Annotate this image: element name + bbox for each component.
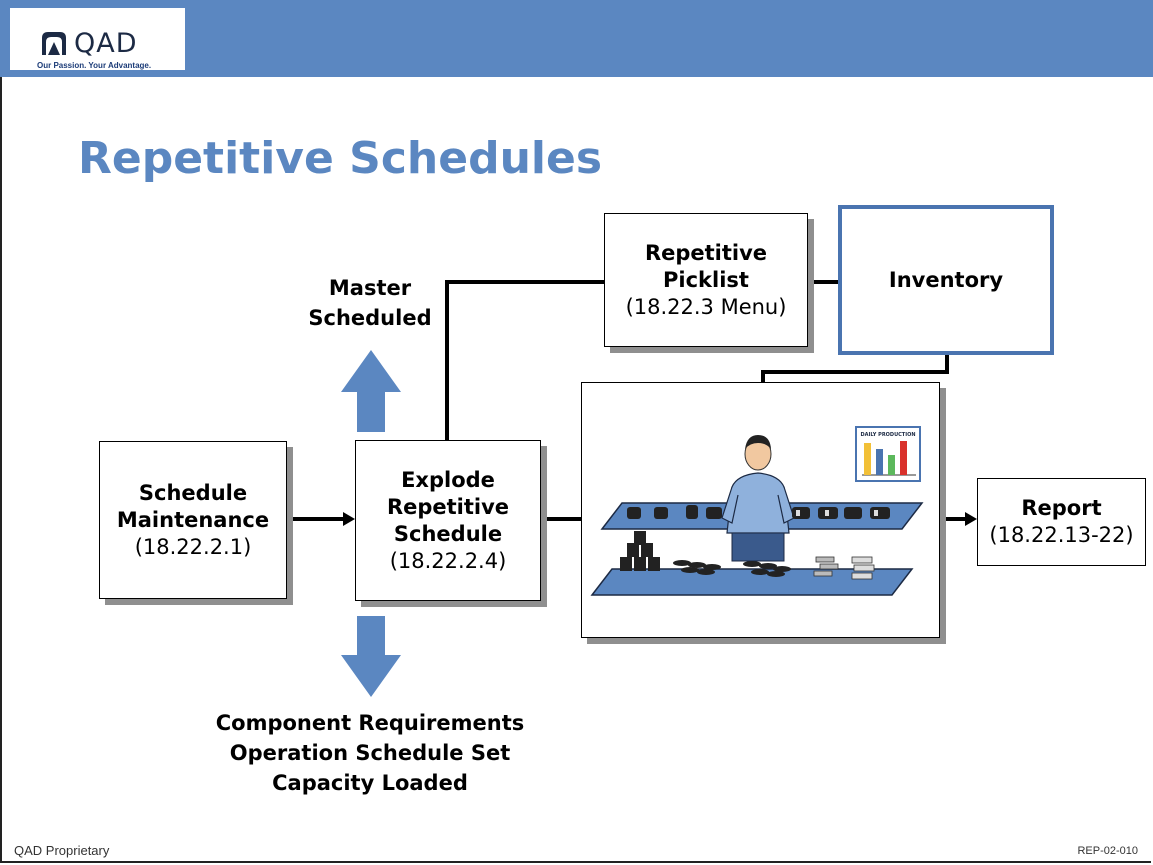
master-scheduled-line1: Master: [328, 276, 412, 300]
inventory-box: Inventory: [838, 205, 1054, 355]
footer-slide-code: REP-02-010: [1077, 845, 1138, 857]
schedule-maintenance-line2: Maintenance: [116, 507, 270, 532]
production-line-illustration: DAILY PRODUCTION: [581, 382, 940, 638]
connector-explode-to-picklist: [445, 280, 604, 440]
connector-inventory-to-scene: [761, 355, 949, 384]
explode-line3: Schedule: [393, 521, 503, 546]
schedule-maintenance-box: Schedule Maintenance (18.22.2.1): [99, 441, 287, 599]
back-shelf-parts: [627, 505, 890, 519]
picklist-line2: Picklist: [663, 267, 749, 292]
arrowhead-report: [965, 512, 977, 526]
report-code: (18.22.13-22): [989, 523, 1134, 547]
report-box: Report (18.22.13-22): [977, 478, 1146, 566]
qad-logo: QAD Our Passion. Your Advantage.: [10, 8, 185, 70]
up-arrow-icon: [341, 350, 401, 432]
production-scene-graphic: DAILY PRODUCTION: [590, 426, 924, 596]
footer-proprietary: QAD Proprietary: [14, 843, 110, 858]
repetitive-picklist-box: Repetitive Picklist (18.22.3 Menu): [604, 213, 808, 347]
daily-production-title: DAILY PRODUCTION: [861, 432, 916, 438]
header-bar: QAD Our Passion. Your Advantage.: [0, 0, 1153, 77]
front-shelf-parts: [620, 531, 875, 580]
report-label: Report: [1021, 496, 1102, 520]
worker-figure: [721, 435, 795, 562]
output-capacity-loaded: Capacity Loaded: [272, 771, 468, 795]
master-scheduled-line2: Scheduled: [308, 306, 432, 330]
qad-logo-icon: [42, 32, 66, 55]
picklist-line1: Repetitive: [644, 240, 768, 265]
down-arrow-icon: [341, 616, 401, 697]
daily-production-chart: DAILY PRODUCTION: [855, 426, 921, 482]
logo-wordmark: QAD: [74, 28, 138, 59]
output-labels: Component Requirements Operation Schedul…: [180, 708, 560, 798]
schedule-maintenance-code: (18.22.2.1): [134, 534, 252, 559]
picklist-code: (18.22.3 Menu): [625, 294, 787, 319]
schedule-maintenance-line1: Schedule: [138, 480, 248, 505]
inventory-label: Inventory: [888, 267, 1004, 292]
logo-tagline: Our Passion. Your Advantage.: [37, 61, 152, 70]
explode-code: (18.22.2.4): [389, 548, 507, 573]
explode-line1: Explode: [401, 467, 495, 492]
explode-schedule-box: Explode Repetitive Schedule (18.22.2.4): [355, 440, 541, 601]
arrowhead-explode: [343, 512, 355, 526]
master-scheduled-label: Master Scheduled: [300, 273, 440, 333]
output-operation-schedule-set: Operation Schedule Set: [229, 741, 511, 765]
explode-line2: Repetitive: [386, 494, 510, 519]
output-component-requirements: Component Requirements: [215, 711, 525, 735]
page-title: Repetitive Schedules: [78, 133, 603, 184]
